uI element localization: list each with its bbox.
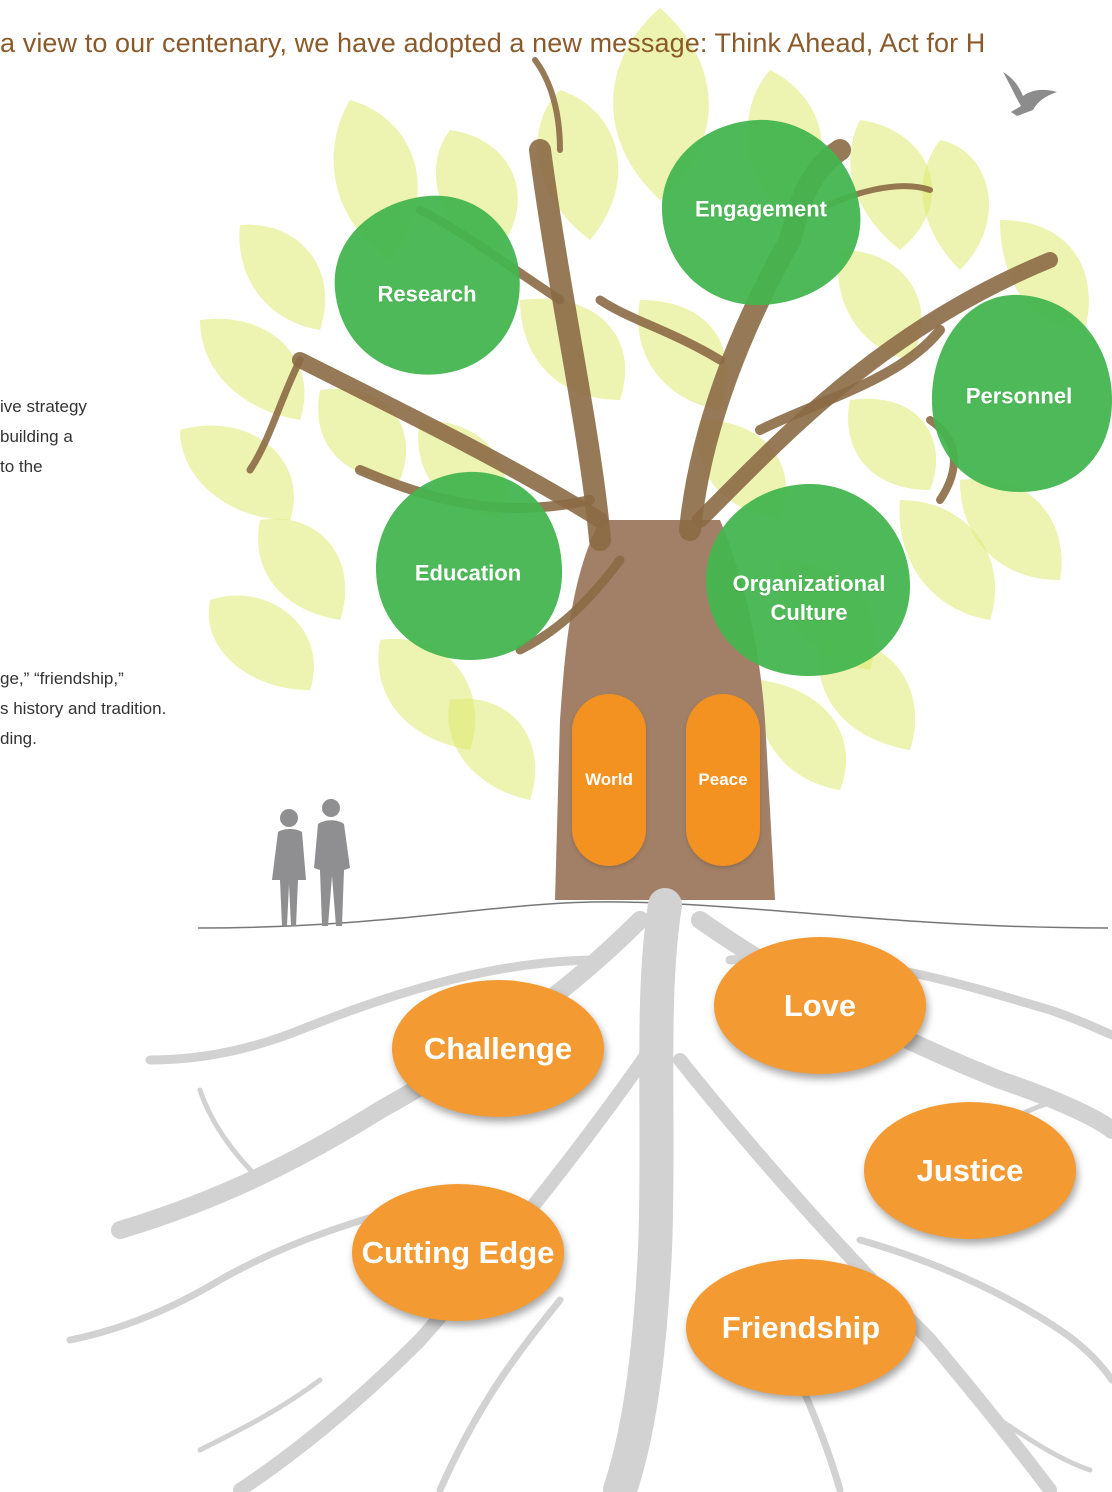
root-value-challenge: Challenge (392, 980, 604, 1117)
branch-label-line: Culture (770, 600, 848, 625)
trunk-pill-label: Peace (698, 770, 748, 789)
side-text-line: ive strategy (0, 397, 87, 416)
side-text-lower: ge,” “friendship,” s history and traditi… (0, 664, 166, 754)
ground-line (197, 901, 1109, 929)
root-value-label: Cutting Edge (361, 1234, 555, 1270)
trunk-pill-peace: Peace (686, 694, 760, 866)
people-silhouette-icon (272, 799, 350, 926)
side-text-line: ge,” “friendship,” (0, 669, 124, 688)
branch-label-organizational-culture: Organizational Culture (733, 569, 886, 627)
side-text-line: to the (0, 457, 43, 476)
side-text-line: ding. (0, 729, 37, 748)
branch-label-line: Organizational (732, 571, 886, 596)
root-value-label: Love (783, 987, 857, 1023)
root-value-friendship: Friendship (686, 1259, 916, 1396)
root-value-love: Love (714, 937, 926, 1074)
side-text-line: building a (0, 427, 73, 446)
side-text-upper: ive strategy building a to the (0, 392, 87, 482)
branch-label-education: Education (414, 560, 522, 586)
root-value-label: Justice (916, 1152, 1024, 1188)
root-value-justice: Justice (864, 1102, 1076, 1239)
headline-text: a view to our centenary, we have adopted… (0, 28, 986, 58)
branch-label-research: Research (377, 281, 477, 307)
side-text-line: s history and tradition. (0, 699, 167, 718)
background-leaves (180, 8, 1089, 800)
trunk-pill-label: World (585, 770, 633, 789)
root-value-cutting-edge: Cutting Edge (352, 1184, 564, 1321)
trunk-pill-world: World (572, 694, 646, 866)
branch-label-engagement: Engagement (694, 196, 828, 222)
root-value-label: Challenge (423, 1030, 573, 1066)
branch-label-personnel: Personnel (965, 383, 1073, 409)
green-leaves (334, 119, 1112, 676)
root-value-label: Friendship (721, 1309, 881, 1345)
bird-icon (1003, 72, 1057, 116)
